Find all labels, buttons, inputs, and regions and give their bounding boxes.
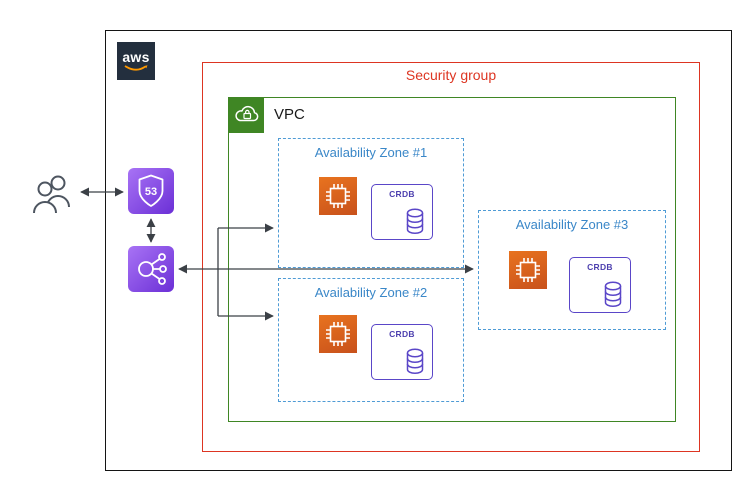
ec2-instance-icon <box>319 177 357 215</box>
crdb-node: CRDB <box>371 184 433 240</box>
crdb-node: CRDB <box>371 324 433 380</box>
availability-zone-2: Availability Zone #2 CRDB <box>278 278 464 402</box>
az1-label: Availability Zone #1 <box>314 145 428 160</box>
load-balancer-icon <box>128 246 174 292</box>
aws-smile-icon <box>124 64 148 71</box>
database-icon <box>406 208 424 235</box>
crdb-node: CRDB <box>569 257 631 313</box>
vpc-label: VPC <box>274 106 305 123</box>
ec2-instance-icon <box>319 315 357 353</box>
route53-icon: 53 <box>128 168 174 214</box>
database-icon <box>406 348 424 375</box>
crdb-label: CRDB <box>389 329 415 339</box>
security-group-boundary: Security group <box>202 62 700 452</box>
availability-zone-3: Availability Zone #3 CRDB <box>478 210 666 330</box>
az2-label: Availability Zone #2 <box>314 285 428 300</box>
az3-label: Availability Zone #3 <box>515 217 629 232</box>
vpc-icon <box>228 97 264 133</box>
crdb-label: CRDB <box>587 262 613 272</box>
ec2-instance-icon <box>509 251 547 289</box>
crdb-label: CRDB <box>389 189 415 199</box>
security-group-label: Security group <box>405 67 497 83</box>
database-icon <box>604 281 622 308</box>
aws-logo-text: aws <box>122 48 150 65</box>
vpc-boundary: VPC <box>228 97 676 422</box>
aws-logo: aws <box>117 42 155 80</box>
users-icon <box>28 168 76 216</box>
route53-badge: 53 <box>145 186 157 198</box>
availability-zone-1: Availability Zone #1 CRDB <box>278 138 464 268</box>
